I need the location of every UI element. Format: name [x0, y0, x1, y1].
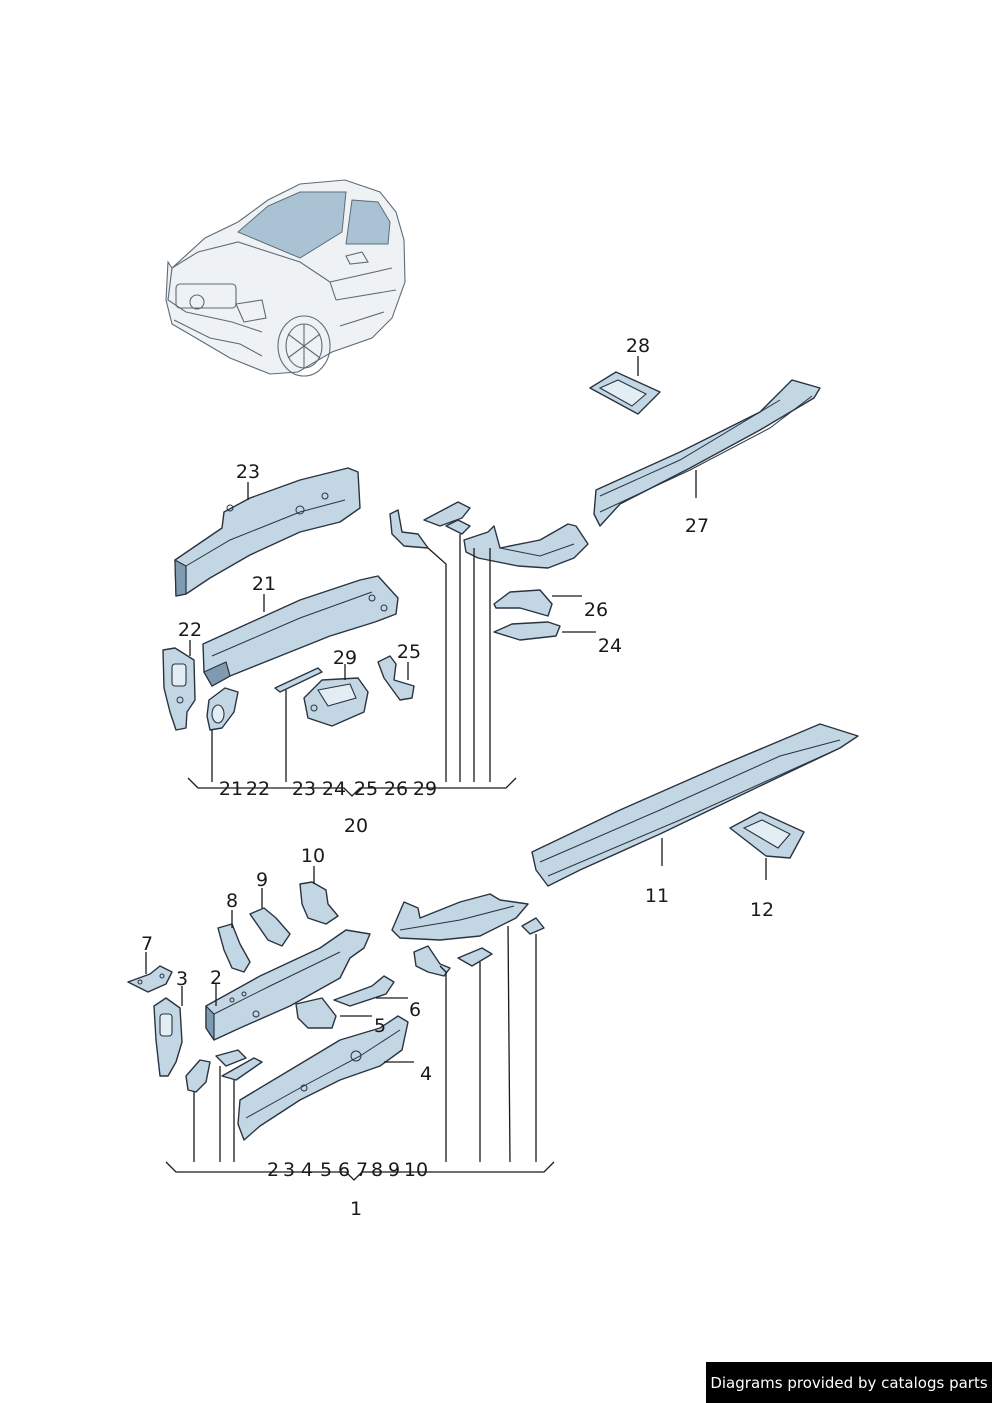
part-23-rear-member — [174, 467, 361, 597]
label-26: 26 — [584, 599, 608, 621]
part-8-bracket — [217, 923, 251, 973]
label-1: 1 — [350, 1198, 362, 1220]
group-20-member-23: 23 — [292, 778, 316, 800]
label-25: 25 — [397, 641, 421, 663]
part-28-pad — [589, 371, 661, 415]
label-22: 22 — [178, 619, 202, 641]
label-8: 8 — [226, 890, 238, 912]
label-3: 3 — [176, 968, 188, 990]
group-1-member-10: 10 — [404, 1159, 428, 1181]
part-3-bracket — [153, 997, 183, 1077]
part-22-bracket — [162, 647, 196, 731]
group-1-member-2: 2 — [267, 1159, 279, 1181]
part-5-bracket — [295, 997, 337, 1029]
part-10-bracket — [299, 881, 339, 925]
label-9: 9 — [256, 869, 268, 891]
group-1-member-5: 5 — [320, 1159, 332, 1181]
group-1-member-7: 7 — [356, 1159, 368, 1181]
part-21-shell-small — [206, 687, 239, 731]
label-6: 6 — [409, 999, 421, 1021]
label-11: 11 — [645, 885, 669, 907]
part-11-sill — [531, 723, 859, 887]
part-2-longitudinal-member — [205, 929, 371, 1041]
part-4-rear-member — [237, 1015, 409, 1141]
part-12-pad — [729, 811, 805, 859]
group-1-member-6: 6 — [338, 1159, 350, 1181]
part-21-longitudinal-member — [202, 575, 399, 687]
part-23-strip — [274, 667, 323, 693]
label-24: 24 — [598, 635, 622, 657]
group-20-member-25: 25 — [354, 778, 378, 800]
group-1-member-9: 9 — [388, 1159, 400, 1181]
label-21: 21 — [252, 573, 276, 595]
callout-labels: 28 23 27 21 26 22 24 25 29 21 22 23 24 2… — [141, 335, 774, 1220]
credit-text: Diagrams provided by catalogs parts — [710, 1373, 988, 1392]
part-7-plate — [127, 965, 173, 993]
label-5: 5 — [374, 1015, 386, 1037]
group-20-member-29: 29 — [413, 778, 437, 800]
group-1-member-8: 8 — [371, 1159, 383, 1181]
credit-banner: Diagrams provided by catalogs parts — [706, 1362, 992, 1403]
leader-lines — [145, 356, 767, 1181]
group-1-member-4: 4 — [301, 1159, 313, 1181]
group-20-member-24: 24 — [322, 778, 346, 800]
group-20-member-22: 22 — [246, 778, 270, 800]
label-10: 10 — [301, 845, 325, 867]
label-29: 29 — [333, 647, 357, 669]
part-29-box — [303, 677, 369, 727]
label-7: 7 — [141, 933, 153, 955]
group-20-member-21: 21 — [219, 778, 243, 800]
label-4: 4 — [420, 1063, 432, 1085]
part-group-1-brackets-right — [391, 893, 545, 977]
label-23: 23 — [236, 461, 260, 483]
part-27-sill — [593, 379, 821, 527]
vehicle-thumbnail — [165, 179, 406, 377]
group-1-member-3: 3 — [283, 1159, 295, 1181]
part-25-clip — [377, 655, 415, 701]
label-20: 20 — [344, 815, 368, 837]
label-12: 12 — [750, 899, 774, 921]
part-group-20-brackets — [389, 501, 589, 641]
group-20-member-26: 26 — [384, 778, 408, 800]
part-9-bracket — [249, 907, 291, 947]
label-28: 28 — [626, 335, 650, 357]
part-6-strip — [333, 975, 395, 1007]
part-group-1-small — [185, 1049, 263, 1093]
label-27: 27 — [685, 515, 709, 537]
label-2: 2 — [210, 967, 222, 989]
